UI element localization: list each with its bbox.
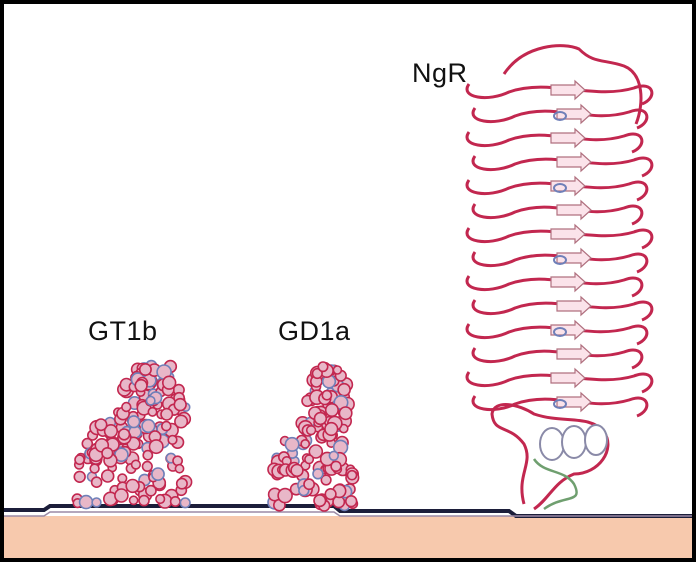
atom-sphere bbox=[160, 407, 174, 421]
diagram-canvas bbox=[4, 44, 692, 558]
atom-sphere bbox=[134, 378, 148, 393]
ngr-beta-strand bbox=[556, 151, 592, 173]
membrane-surface-line-inner bbox=[4, 511, 692, 517]
ngr-sidechain bbox=[553, 183, 567, 193]
ngr-top-loop bbox=[502, 44, 643, 125]
atom-sphere bbox=[148, 439, 164, 455]
atom-sphere bbox=[324, 421, 339, 437]
atom-sphere bbox=[328, 450, 339, 461]
atom-sphere bbox=[138, 494, 150, 507]
atom-sphere bbox=[290, 463, 304, 478]
atom-sphere bbox=[147, 406, 158, 417]
ngr-sidechain bbox=[553, 399, 567, 409]
atom-sphere bbox=[169, 495, 181, 507]
atom-sphere bbox=[130, 459, 141, 470]
atom-sphere bbox=[74, 454, 85, 466]
atom-sphere bbox=[320, 474, 332, 486]
atom-sphere bbox=[144, 484, 157, 497]
atom-sphere bbox=[89, 463, 100, 474]
gd1a-molecule bbox=[267, 361, 360, 512]
atom-sphere bbox=[94, 418, 108, 432]
atom-sphere bbox=[332, 365, 343, 375]
atom-sphere bbox=[324, 402, 339, 417]
atom-sphere bbox=[337, 382, 351, 397]
label-gd1a: GD1a bbox=[278, 316, 351, 346]
atom-sphere bbox=[128, 495, 139, 506]
atom-sphere bbox=[91, 497, 102, 508]
atom-sphere bbox=[277, 487, 293, 504]
ngr-helix bbox=[539, 427, 565, 461]
ngr-receptor bbox=[465, 44, 654, 511]
atom-sphere bbox=[345, 495, 358, 508]
atom-sphere bbox=[179, 497, 191, 509]
atom-sphere bbox=[78, 494, 94, 510]
atom-sphere bbox=[114, 488, 129, 503]
atom-sphere bbox=[114, 447, 129, 463]
atom-sphere bbox=[155, 493, 166, 505]
atom-sphere bbox=[73, 470, 86, 483]
ngr-beta-strand bbox=[556, 199, 592, 221]
ngr-beta-strand bbox=[550, 367, 586, 389]
atom-sphere bbox=[303, 478, 315, 491]
ngr-beta-strand bbox=[550, 271, 586, 293]
atom-sphere bbox=[151, 467, 165, 481]
ngr-beta-strand bbox=[550, 79, 586, 101]
atom-sphere bbox=[101, 447, 114, 460]
atom-sphere bbox=[324, 488, 337, 501]
ngr-stalk-2 bbox=[532, 458, 578, 511]
atom-sphere bbox=[338, 406, 353, 421]
atom-sphere bbox=[138, 362, 152, 376]
atom-sphere bbox=[162, 375, 177, 390]
ngr-helix bbox=[561, 425, 587, 459]
atom-sphere bbox=[167, 434, 178, 446]
atom-sphere bbox=[174, 463, 185, 474]
atom-sphere bbox=[161, 420, 172, 432]
atom-sphere bbox=[308, 444, 324, 459]
atom-sphere bbox=[330, 460, 342, 472]
atom-sphere bbox=[321, 389, 333, 401]
atom-sphere bbox=[313, 411, 328, 426]
atom-sphere bbox=[304, 454, 315, 465]
ngr-beta-strand bbox=[550, 127, 586, 149]
membrane-surface-line bbox=[4, 504, 692, 518]
membrane-bilayer bbox=[4, 516, 692, 558]
atom-sphere bbox=[90, 476, 103, 489]
atom-sphere bbox=[300, 438, 311, 449]
atom-sphere bbox=[312, 468, 324, 480]
atom-sphere bbox=[127, 415, 141, 429]
atom-sphere bbox=[173, 397, 187, 412]
ngr-beta-strand bbox=[556, 343, 592, 365]
atom-sphere bbox=[174, 414, 189, 429]
ngr-sidechain bbox=[553, 327, 567, 337]
atom-sphere bbox=[305, 425, 317, 436]
atom-sphere bbox=[141, 460, 153, 473]
ngr-helix bbox=[584, 424, 608, 456]
atom-sphere bbox=[145, 395, 156, 406]
atom-sphere bbox=[125, 478, 140, 494]
atom-sphere bbox=[141, 418, 156, 434]
ngr-sidechain bbox=[553, 255, 567, 265]
ngr-beta-strand bbox=[550, 223, 586, 245]
atom-sphere bbox=[100, 469, 115, 483]
atom-sphere bbox=[284, 436, 300, 452]
ngr-stalk bbox=[490, 403, 610, 511]
ngr-beta-strand bbox=[556, 295, 592, 317]
atom-sphere bbox=[317, 361, 329, 373]
atom-sphere bbox=[175, 477, 188, 490]
label-gt1b: GT1b bbox=[88, 316, 158, 346]
label-ngr: NgR bbox=[412, 58, 468, 88]
atom-sphere bbox=[346, 469, 358, 481]
atom-sphere bbox=[142, 449, 154, 461]
atom-sphere bbox=[121, 401, 132, 413]
membrane bbox=[4, 504, 692, 558]
ngr-sidechain bbox=[553, 111, 567, 121]
atom-sphere bbox=[313, 494, 327, 508]
atom-sphere bbox=[117, 428, 131, 441]
atom-sphere bbox=[103, 424, 118, 439]
gt1b-molecule bbox=[71, 359, 193, 510]
